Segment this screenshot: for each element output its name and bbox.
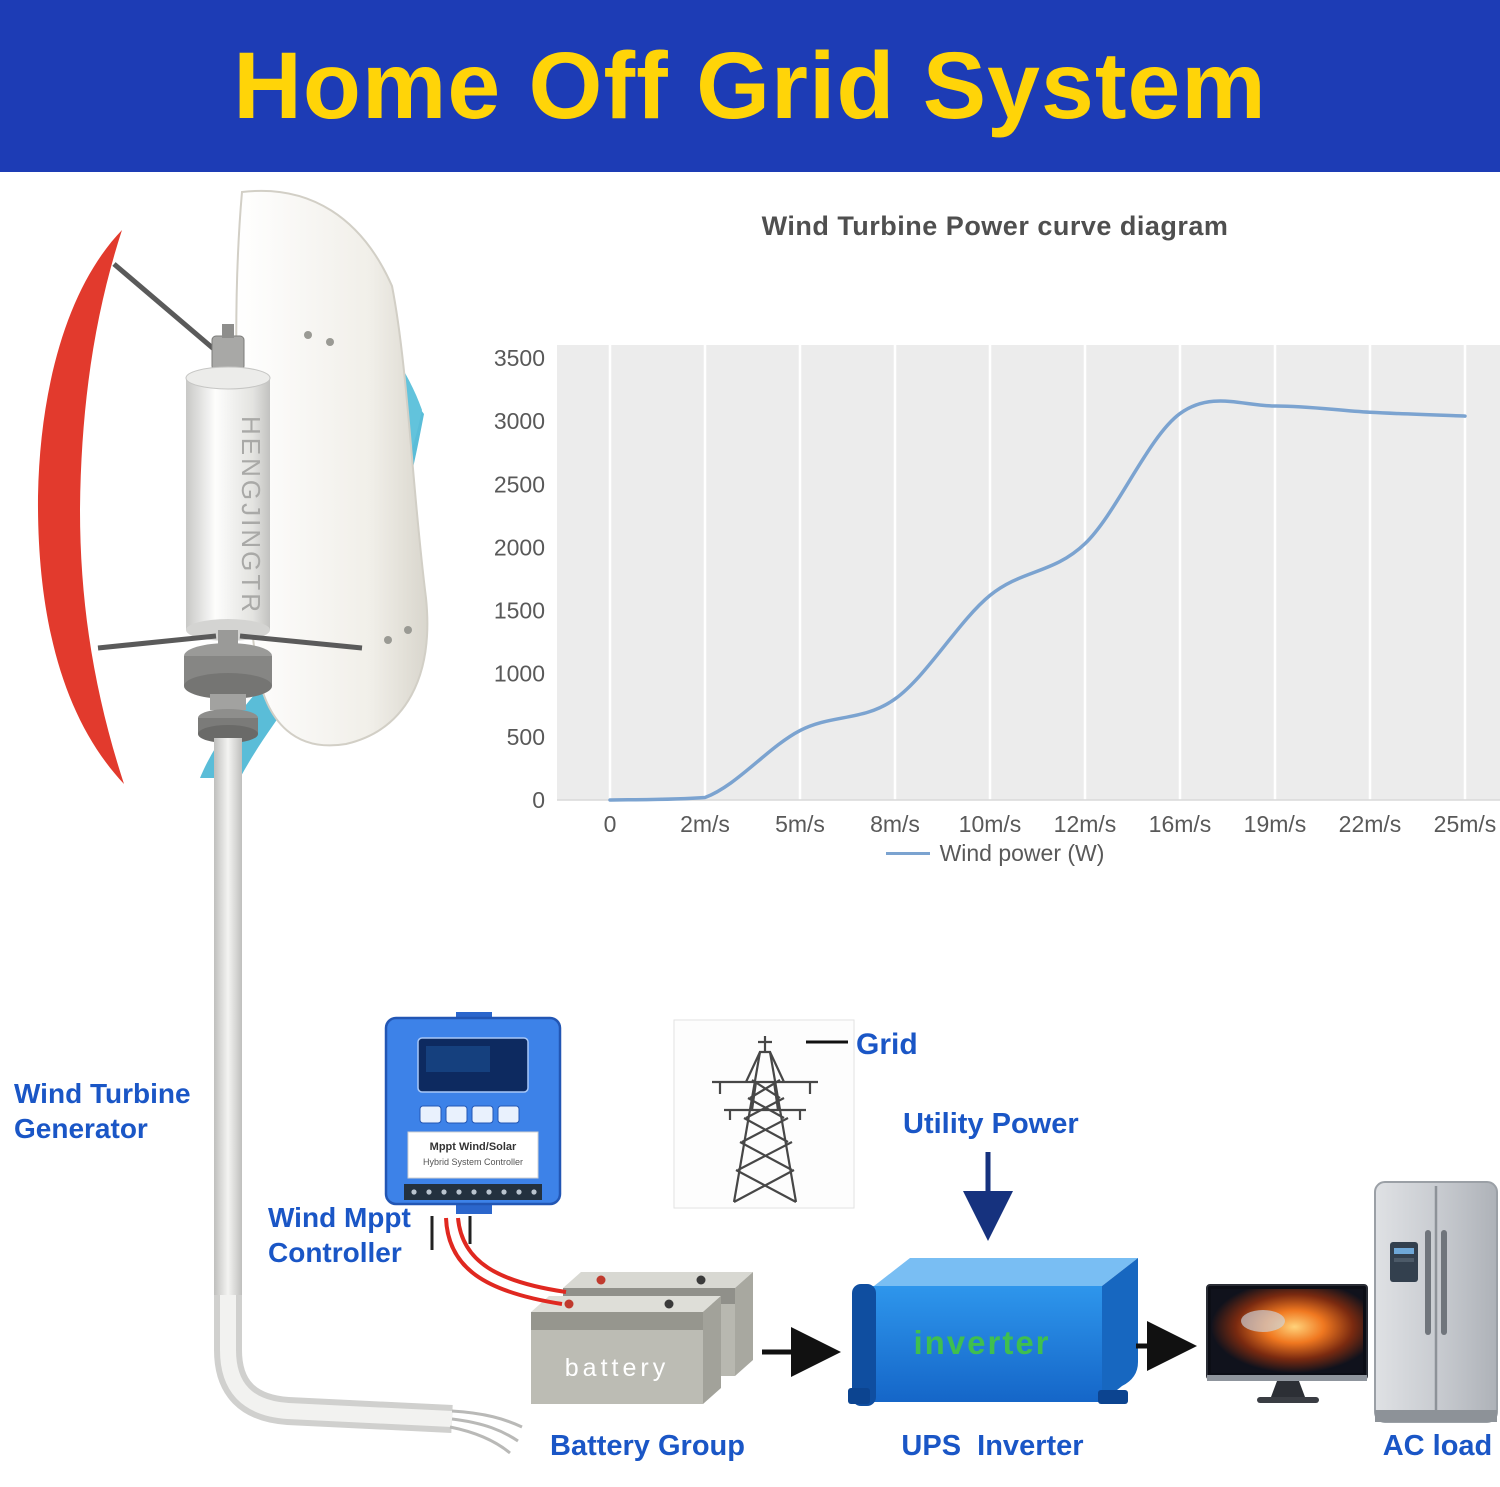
turbine-blade-red bbox=[37, 230, 124, 784]
svg-text:1000: 1000 bbox=[494, 661, 545, 687]
ups-inverter-label: UPS Inverter bbox=[901, 1430, 1084, 1462]
page-title: Home Off Grid System bbox=[233, 32, 1267, 139]
svg-text:3500: 3500 bbox=[494, 345, 545, 371]
chart-plot-area: 0 2m/s 5m/s 8m/s 10m/s 12m/s 16m/s 19m/s 22m/s 25… bbox=[494, 345, 1500, 837]
svg-text:2000: 2000 bbox=[494, 534, 545, 560]
svg-text:19m/s: 19m/s bbox=[1244, 811, 1307, 837]
svg-text:12m/s: 12m/s bbox=[1054, 811, 1117, 837]
inverter-text: inverter bbox=[913, 1324, 1050, 1361]
header-banner: Home Off Grid System bbox=[0, 0, 1500, 172]
svg-text:2m/s: 2m/s bbox=[680, 811, 730, 837]
svg-text:16m/s: 16m/s bbox=[1149, 811, 1212, 837]
svg-text:500: 500 bbox=[507, 724, 545, 750]
mppt-controller-device: Mppt Wind/Solar Hybrid System Controller bbox=[384, 1012, 562, 1214]
grid-label: Grid bbox=[856, 1028, 918, 1061]
tv-graphic bbox=[1206, 1284, 1368, 1403]
mppt-controller-label: Wind Mppt Controller bbox=[268, 1202, 411, 1268]
utility-power-label: Utility Power bbox=[903, 1108, 1079, 1140]
ac-load-label: AC load bbox=[1382, 1430, 1493, 1462]
wind-turbine-generator-label: Wind Turbine Generator bbox=[14, 1078, 191, 1144]
svg-text:10m/s: 10m/s bbox=[959, 811, 1022, 837]
battery-group-label: Battery Group bbox=[550, 1430, 745, 1462]
turbine-pole bbox=[214, 822, 242, 1300]
svg-text:22m/s: 22m/s bbox=[1339, 811, 1402, 837]
svg-text:1500: 1500 bbox=[494, 598, 545, 624]
battery-text: battery bbox=[565, 1354, 669, 1382]
controller-terminal-screws bbox=[411, 1189, 537, 1195]
refrigerator-graphic bbox=[1374, 1181, 1498, 1423]
svg-text:0: 0 bbox=[604, 811, 617, 837]
power-curve-chart: Wind Turbine Power curve diagram 0 2m/s 5m… bbox=[490, 185, 1500, 885]
turbine-column: HENGJINGTR bbox=[185, 366, 271, 641]
turbine-brand-text: HENGJINGTR bbox=[236, 416, 266, 615]
blade-screws bbox=[304, 331, 412, 644]
controller-sticker bbox=[407, 1131, 539, 1179]
svg-text:25m/s: 25m/s bbox=[1434, 811, 1497, 837]
controller-sticker-subtitle: Hybrid System Controller bbox=[423, 1157, 523, 1167]
turbine-pole-elbow bbox=[214, 1295, 523, 1455]
inverter-graphic: inverter bbox=[848, 1258, 1138, 1406]
legend-series-label: Wind power (W) bbox=[939, 840, 1105, 866]
controller-buttons bbox=[419, 1105, 520, 1124]
wind-turbine-graphic: HENGJINGTR bbox=[37, 189, 429, 828]
svg-text:2500: 2500 bbox=[494, 471, 545, 497]
svg-text:0: 0 bbox=[532, 787, 545, 813]
controller-sticker-title: Mppt Wind/Solar bbox=[430, 1141, 517, 1153]
battery-front: battery bbox=[531, 1296, 721, 1404]
turbine-top-shaft bbox=[222, 324, 234, 338]
battery-group-graphic: battery bbox=[531, 1272, 753, 1404]
turbine-arms-bottom bbox=[97, 633, 363, 651]
transmission-tower-icon bbox=[673, 1019, 855, 1209]
svg-text:8m/s: 8m/s bbox=[870, 811, 920, 837]
turbine-top-hub bbox=[211, 335, 245, 371]
svg-text:5m/s: 5m/s bbox=[775, 811, 825, 837]
turbine-generator-body bbox=[184, 630, 272, 828]
legend-line-swatch bbox=[885, 852, 930, 855]
svg-text:3000: 3000 bbox=[494, 408, 545, 434]
chart-legend: Wind power (W) bbox=[490, 840, 1500, 867]
turbine-cable-leads bbox=[449, 1409, 523, 1455]
chart-title: Wind Turbine Power curve diagram bbox=[761, 211, 1229, 241]
